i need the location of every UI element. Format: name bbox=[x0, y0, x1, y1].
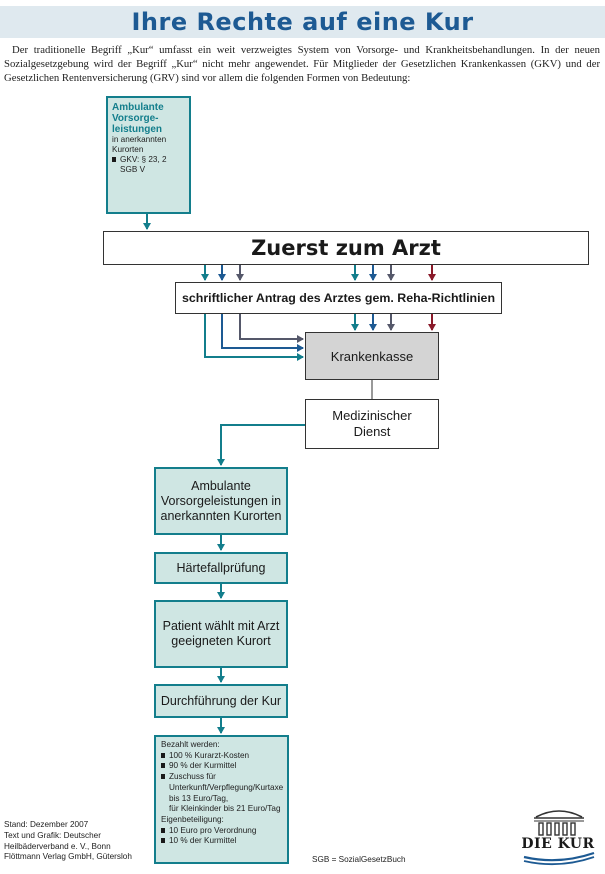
box-ambulante-top-line-2: Kurorten bbox=[112, 145, 144, 154]
eigen-item-2: 10 % der Kurmittel bbox=[161, 836, 236, 847]
eigen-header: Eigenbeteiligung: bbox=[161, 814, 224, 824]
bezahlt-item-2-text: 90 % der Kurmittel bbox=[169, 761, 237, 771]
box-ambulante-top-head-1: Ambulante bbox=[112, 102, 164, 113]
bezahlt-sub-1: Unterkunft/Verpflegung/Kurtaxe bbox=[169, 782, 284, 792]
bullet-icon bbox=[161, 752, 165, 758]
arrow-antrag-kk-7 bbox=[204, 314, 304, 361]
bezahlt-item-1-text: 100 % Kurarzt-Kosten bbox=[169, 750, 250, 760]
patient-text: Patient wählt mit Arzt geeigneten Kurort bbox=[163, 619, 280, 649]
credits: Stand: Dezember 2007 Text und Grafik: De… bbox=[4, 820, 144, 863]
bullet-icon bbox=[161, 827, 165, 833]
title-banner bbox=[0, 6, 605, 38]
patient-line-1: Patient wählt mit Arzt bbox=[162, 619, 280, 633]
footnote-sgb: SGB = SozialGesetzBuch bbox=[312, 855, 406, 864]
gkv-ref: GKV: § 23, 2 bbox=[120, 155, 167, 164]
bezahlt-sub-2: bis 13 Euro/Tag, bbox=[169, 793, 229, 803]
patient-line-2: geeigneten Kurort bbox=[171, 634, 271, 648]
box-durchfuehrung: Durchführung der Kur bbox=[154, 684, 288, 718]
credit-line-2: Text und Grafik: Deutscher bbox=[4, 830, 101, 840]
arrow-antrag-kk-6 bbox=[221, 314, 304, 352]
box-ambulante-top-head-3: leistungen bbox=[112, 124, 163, 135]
box-zuerst-zum-arzt: Zuerst zum Arzt bbox=[103, 231, 589, 265]
intro-text: Der traditionelle Begriff „Kur“ umfasst … bbox=[4, 44, 600, 84]
box-ambulante-vorsorge-top: Ambulante Vorsorge- leistungen in anerka… bbox=[106, 96, 191, 214]
box-ambulante-vorsorge-mid: Ambulante Vorsorgeleistungen in anerkann… bbox=[154, 467, 288, 535]
eigen-item-1: 10 Euro pro Verordnung bbox=[161, 826, 256, 837]
box-antrag: schriftlicher Antrag des Arztes gem. Reh… bbox=[175, 282, 502, 314]
box-bezahlt: Bezahlt werden: 100 % Kurarzt-Kosten 90 … bbox=[154, 735, 289, 864]
bullet-icon bbox=[112, 157, 116, 162]
box-patient-waehlt: Patient wählt mit Arzt geeigneten Kurort bbox=[154, 600, 288, 668]
eigen-item-1-text: 10 Euro pro Verordnung bbox=[169, 825, 257, 835]
box-haertefallpruefung: Härtefallprüfung bbox=[154, 552, 288, 584]
bullet-icon bbox=[161, 763, 165, 769]
bezahlt-sub-3: für Kleinkinder bis 21 Euro/Tag bbox=[169, 804, 281, 814]
die-kur-logo-icon bbox=[523, 810, 595, 866]
bullet-icon bbox=[161, 774, 165, 780]
box-ambulante-top-line-3: GKV: § 23, 2 bbox=[112, 155, 167, 165]
page-title: Ihre Rechte auf eine Kur bbox=[131, 8, 474, 36]
ambulante-mid-line-3: anerkannten Kurorten bbox=[160, 508, 282, 523]
bullet-icon bbox=[161, 838, 165, 844]
bezahlt-header: Bezahlt werden: bbox=[161, 740, 220, 749]
bezahlt-item-3: Zuschuss für bbox=[161, 772, 216, 783]
bezahlt-item-3-text: Zuschuss für bbox=[169, 772, 216, 782]
logo-text: DIE KUR bbox=[521, 836, 595, 852]
bezahlt-item-1: 100 % Kurarzt-Kosten bbox=[161, 751, 249, 762]
ambulante-mid-line-2: Vorsorgeleistungen in bbox=[160, 493, 282, 508]
ambulante-mid-line-1: Ambulante bbox=[191, 478, 251, 493]
credit-line-3: Heilbäderverband e. V., Bonn bbox=[4, 841, 111, 851]
box-ambulante-top-line-1: in anerkannten bbox=[112, 135, 167, 144]
box-krankenkasse: Krankenkasse bbox=[305, 332, 439, 380]
dienst-line-2: Dienst bbox=[353, 424, 391, 439]
credit-line-4: Flöttmann Verlag GmbH, Gütersloh bbox=[4, 852, 132, 862]
box-medizinischer-dienst: Medizinischer Dienst bbox=[305, 399, 439, 449]
arrow-antrag-kk-5 bbox=[239, 314, 304, 343]
ambulante-mid-text: Ambulante Vorsorgeleistungen in anerkann… bbox=[161, 479, 282, 524]
bezahlt-item-2: 90 % der Kurmittel bbox=[161, 761, 236, 772]
box-ambulante-top-line-4: SGB V bbox=[120, 165, 146, 174]
credit-line-1: Stand: Dezember 2007 bbox=[4, 820, 89, 829]
eigen-item-2-text: 10 % der Kurmittel bbox=[169, 836, 237, 846]
box-ambulante-top-head-2: Vorsorge- bbox=[112, 113, 159, 124]
dienst-line-1: Medizinischer bbox=[332, 408, 412, 423]
